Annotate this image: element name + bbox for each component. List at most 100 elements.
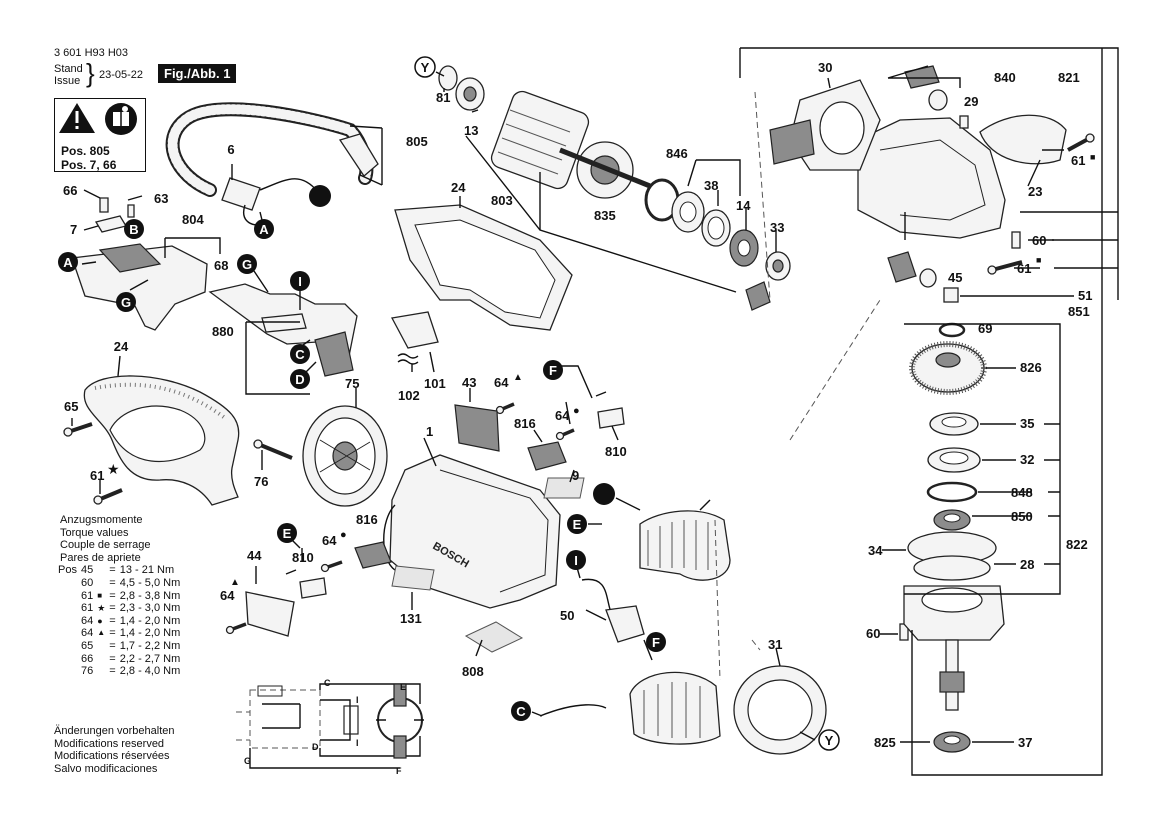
triangle-marker: ▲: [230, 577, 240, 588]
part-label: 33: [770, 220, 784, 235]
torque-value: 2,8 - 4,0 Nm: [119, 665, 181, 678]
svg-text:E: E: [283, 526, 292, 541]
torque-heading-de: Anzugsmomente: [60, 514, 143, 526]
gear-head-housing: [857, 117, 1006, 239]
torque-value: 13 - 21 Nm: [119, 564, 175, 577]
brush-810a: [595, 391, 625, 429]
torque-row: 64●=1,4 - 2,0 Nm: [80, 614, 181, 627]
torque-pos: 61: [80, 602, 94, 615]
part-label: 61: [1071, 153, 1085, 168]
svg-text:Y: Y: [825, 733, 834, 748]
screw-64-triangle-b: [225, 622, 247, 635]
part-label: 810: [292, 550, 314, 565]
brush-810b: [285, 569, 327, 599]
stand-label: Stand: [54, 63, 83, 75]
torque-section: Anzugsmomente Torque values Couple de se…: [58, 514, 182, 678]
circlip-848: [926, 481, 978, 503]
part-label: 28: [1020, 557, 1034, 572]
part-label: 60: [866, 626, 880, 641]
part-label: 805: [406, 134, 428, 149]
sheet-808: [464, 621, 524, 653]
bracket-840: [887, 65, 961, 88]
part-label: 29: [964, 94, 978, 109]
screw-61-star: [93, 488, 123, 505]
fan-75: [302, 405, 388, 507]
svg-text:I: I: [574, 553, 578, 568]
drive-gear: [745, 281, 771, 311]
warning-triangle-icon: [59, 103, 95, 133]
torque-heading-en: Torque values: [60, 526, 129, 539]
screw-60-a: [1011, 231, 1021, 249]
square-marker: ■: [1090, 152, 1095, 162]
footer-notes: Änderungen vorbehalten Modifications res…: [54, 725, 174, 775]
part-label: 848: [1011, 485, 1033, 500]
torque-value: 4,5 - 5,0 Nm: [119, 576, 181, 589]
badge-D: D: [290, 369, 310, 389]
part-label: 803: [491, 193, 513, 208]
badge-I: I: [290, 271, 310, 291]
part-label: 81: [436, 90, 450, 105]
field-coil: [639, 510, 731, 581]
svg-text:Y: Y: [421, 60, 430, 75]
part-label: 61: [90, 468, 104, 483]
part-label: 35: [1020, 416, 1034, 431]
footer-fr: Modifications réservées: [54, 750, 170, 762]
part-label: 76: [254, 474, 268, 489]
part-label: 816: [356, 512, 378, 527]
torque-row: 76=2,8 - 4,0 Nm: [80, 665, 181, 678]
part-label: 66: [63, 183, 77, 198]
part-label: 131: [400, 611, 422, 626]
badge-G: G: [116, 292, 136, 312]
brush-cover-44: [245, 591, 295, 637]
svg-text:A: A: [63, 255, 73, 270]
torque-mark: ★: [97, 603, 106, 614]
brush-cover-43: [454, 404, 500, 452]
badge-A: A: [254, 219, 274, 239]
torque-heading-fr: Couple de serrage: [60, 539, 151, 552]
part-label: 64: [555, 408, 570, 423]
part-label: 880: [212, 324, 234, 339]
part-label: 101: [424, 376, 446, 391]
cover-23: [979, 114, 1067, 165]
part-label: 6: [227, 142, 234, 157]
schematic-label: F: [396, 766, 402, 776]
torque-value: 2,8 - 3,8 Nm: [119, 589, 181, 602]
spindle-825: [939, 639, 965, 711]
screw-61-square-a: [1067, 133, 1095, 152]
screw-65: [63, 422, 93, 437]
label-131: [391, 565, 435, 591]
torque-pos: 64: [80, 614, 94, 627]
part-label: 50: [560, 608, 574, 623]
badge-F: F: [543, 360, 563, 380]
svg-text:C: C: [516, 704, 526, 719]
bracket-825-outer: [911, 48, 1103, 776]
part-label: 64: [322, 533, 337, 548]
screw-61-square-b: [987, 260, 1023, 275]
bracket-821: [740, 47, 1119, 212]
spring-102: [397, 353, 419, 365]
part-label: 31: [768, 637, 782, 652]
warning-box: Pos. 805 Pos. 7, 66: [54, 98, 146, 172]
screw-64-triangle-a: [495, 402, 515, 415]
part-label: 835: [594, 208, 616, 223]
schematic-label: I: [356, 695, 359, 705]
part-label: 23: [1028, 184, 1042, 199]
part-label: 68: [214, 258, 228, 273]
part-label: 840: [994, 70, 1016, 85]
torque-pos: 60: [80, 576, 94, 589]
bearing-850: [933, 509, 971, 531]
torque-row: 61■=2,8 - 3,8 Nm: [80, 589, 181, 602]
part-label: 60: [1032, 233, 1046, 248]
svg-text:B: B: [129, 222, 138, 237]
torque-row: 64▲=1,4 - 2,0 Nm: [80, 627, 181, 640]
part-label: 9: [572, 468, 579, 483]
part-label: 30: [818, 60, 832, 75]
torque-value: 1,4 - 2,0 Nm: [119, 614, 181, 627]
badge-Y: Y: [414, 56, 436, 78]
part-label: 822: [1066, 537, 1088, 552]
part-label: 804: [182, 212, 204, 227]
part-label: 38: [704, 178, 718, 193]
square-marker: ■: [1036, 255, 1041, 265]
doc-number: 3 601 H93 H03: [54, 47, 128, 59]
torque-mark: ■: [97, 590, 103, 600]
